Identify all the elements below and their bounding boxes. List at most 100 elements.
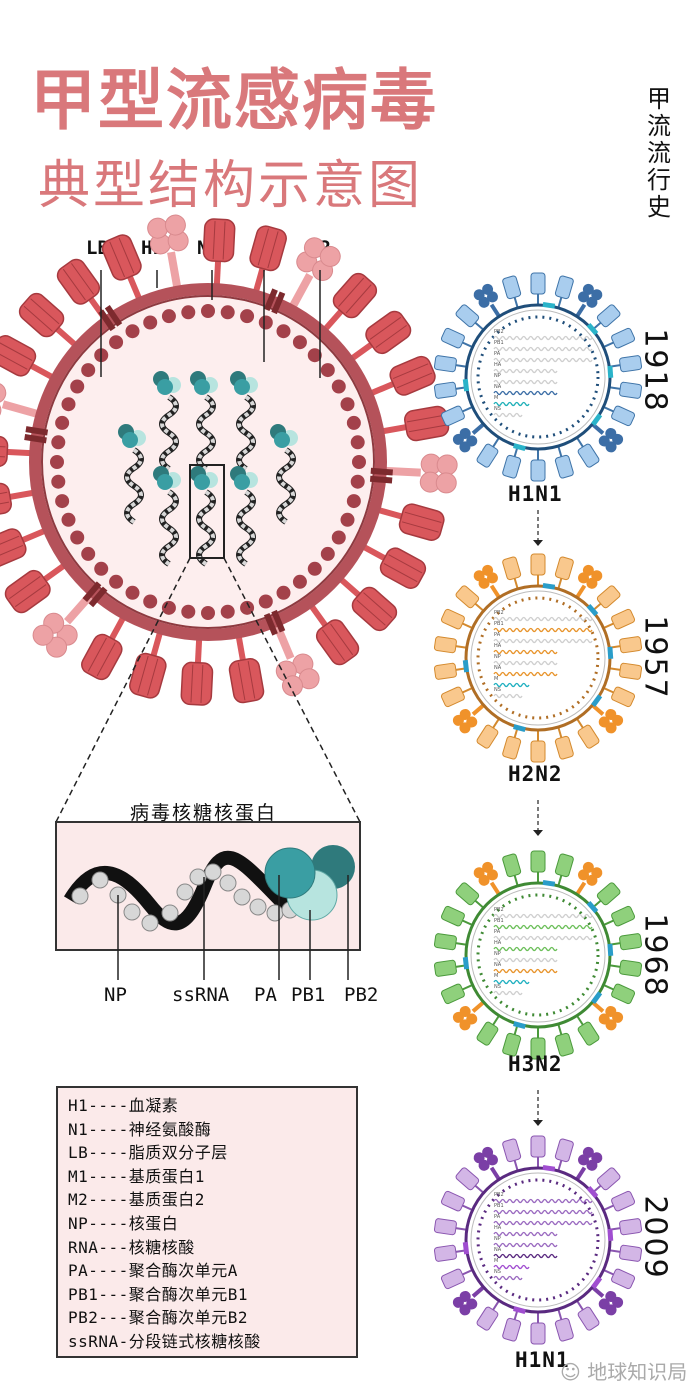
- m2-channel: [586, 603, 599, 617]
- ha-spike: [440, 1190, 473, 1212]
- ha-spike: [554, 275, 574, 309]
- ha-spike: [455, 1167, 485, 1194]
- legend-item: N1----神经氨酸酶: [68, 1119, 212, 1139]
- ha-spike: [554, 1308, 574, 1342]
- rna-segment: [493, 401, 530, 407]
- arrow-head: [533, 1120, 543, 1126]
- m2-channel: [462, 956, 470, 970]
- ha-spike: [440, 405, 473, 427]
- np-bead: [233, 888, 251, 906]
- m2-channel: [607, 943, 614, 957]
- ha-spike: [603, 608, 636, 630]
- neuraminidase-n1: [288, 237, 341, 311]
- rna-segment: [493, 913, 593, 919]
- ribonucleoprotein: [270, 424, 298, 525]
- neuraminidase-n1: [0, 382, 41, 421]
- ha-spike: [603, 327, 636, 349]
- ha-spike: [554, 445, 574, 479]
- m2-channel: [607, 365, 614, 379]
- hemagglutinin-h1: [307, 602, 360, 666]
- legend-item: NP----核蛋白: [68, 1213, 179, 1233]
- ha-spike: [530, 272, 546, 305]
- m1-protein: [55, 494, 70, 509]
- ha-spike: [576, 1300, 600, 1331]
- ha-spike: [609, 381, 643, 399]
- m1-protein: [61, 397, 76, 412]
- np-bead: [161, 904, 179, 922]
- m1-protein: [220, 305, 235, 320]
- m1-protein: [340, 397, 355, 412]
- ha-spike: [576, 437, 600, 468]
- rna-segment: [493, 671, 558, 677]
- segment-label: M: [494, 395, 498, 401]
- m2-channel: [591, 991, 603, 1004]
- ha-spike: [455, 882, 485, 909]
- segment-label: NA: [494, 1247, 502, 1253]
- m1-protein: [81, 546, 96, 561]
- ha-spike: [530, 553, 546, 586]
- segment-label: PB1: [494, 918, 504, 924]
- np-bead: [141, 914, 159, 932]
- m1-protein: [240, 309, 255, 324]
- m1-protein: [292, 335, 307, 350]
- na-spike: [591, 1285, 624, 1316]
- neuraminidase-n1: [32, 590, 96, 658]
- ha-spike: [476, 1300, 500, 1331]
- m1-protein: [258, 315, 273, 330]
- ha-spike: [603, 1268, 636, 1290]
- arrow-head: [533, 830, 543, 836]
- rna-segment: [493, 616, 593, 622]
- m1-protein: [331, 530, 346, 545]
- ha-spike: [440, 905, 473, 927]
- m1-protein: [125, 324, 140, 339]
- rna-segment: [493, 346, 593, 352]
- rna-segment: [493, 693, 523, 699]
- m1-protein: [276, 324, 291, 339]
- m2-channel: [369, 467, 393, 484]
- ha-spike: [455, 304, 485, 331]
- rna-segment: [493, 1264, 530, 1270]
- segment-label: PA: [494, 929, 501, 935]
- legend-item: M1----基质蛋白1: [68, 1166, 205, 1186]
- na-spike: [575, 1146, 603, 1181]
- m1-ring: [476, 1178, 600, 1302]
- m1-protein: [220, 604, 235, 619]
- ha-spike: [440, 686, 473, 708]
- segment-label: M: [494, 973, 498, 979]
- ribonucleoprotein: [153, 466, 181, 567]
- m2-channel: [586, 322, 599, 336]
- m1-protein: [181, 305, 196, 320]
- segment-label: PB2: [494, 907, 504, 913]
- na-spike: [575, 564, 603, 599]
- history-title-char: 流: [647, 112, 671, 140]
- m1-protein: [125, 585, 140, 600]
- segment-label: HA: [494, 643, 502, 649]
- m1-protein: [307, 561, 322, 576]
- ha-spike: [433, 381, 467, 399]
- segment-label: HA: [494, 940, 502, 946]
- history-title: 甲 流 流 行 史: [644, 86, 674, 221]
- subtype-2009: H1N1: [515, 1348, 570, 1372]
- m1-protein: [51, 435, 66, 450]
- hemagglutinin-h1: [360, 543, 427, 589]
- m2-channel: [586, 1185, 599, 1199]
- na-spike: [591, 1000, 624, 1031]
- np-bead: [249, 898, 267, 916]
- label-pa: PA: [254, 984, 277, 1006]
- highlight-box: [189, 464, 225, 559]
- segment-label: PA: [494, 351, 501, 357]
- segment-label: PA: [494, 632, 501, 638]
- segment-label: NP: [494, 654, 501, 660]
- np-bead: [189, 868, 207, 886]
- na-spike: [473, 283, 501, 318]
- ha-spike: [440, 1268, 473, 1290]
- m1-protein: [340, 512, 355, 527]
- hemagglutinin-h1: [101, 234, 143, 302]
- rna-segment: [493, 935, 593, 941]
- m1-protein: [346, 415, 361, 430]
- rna-segment: [493, 682, 530, 688]
- rna-segment: [493, 335, 593, 341]
